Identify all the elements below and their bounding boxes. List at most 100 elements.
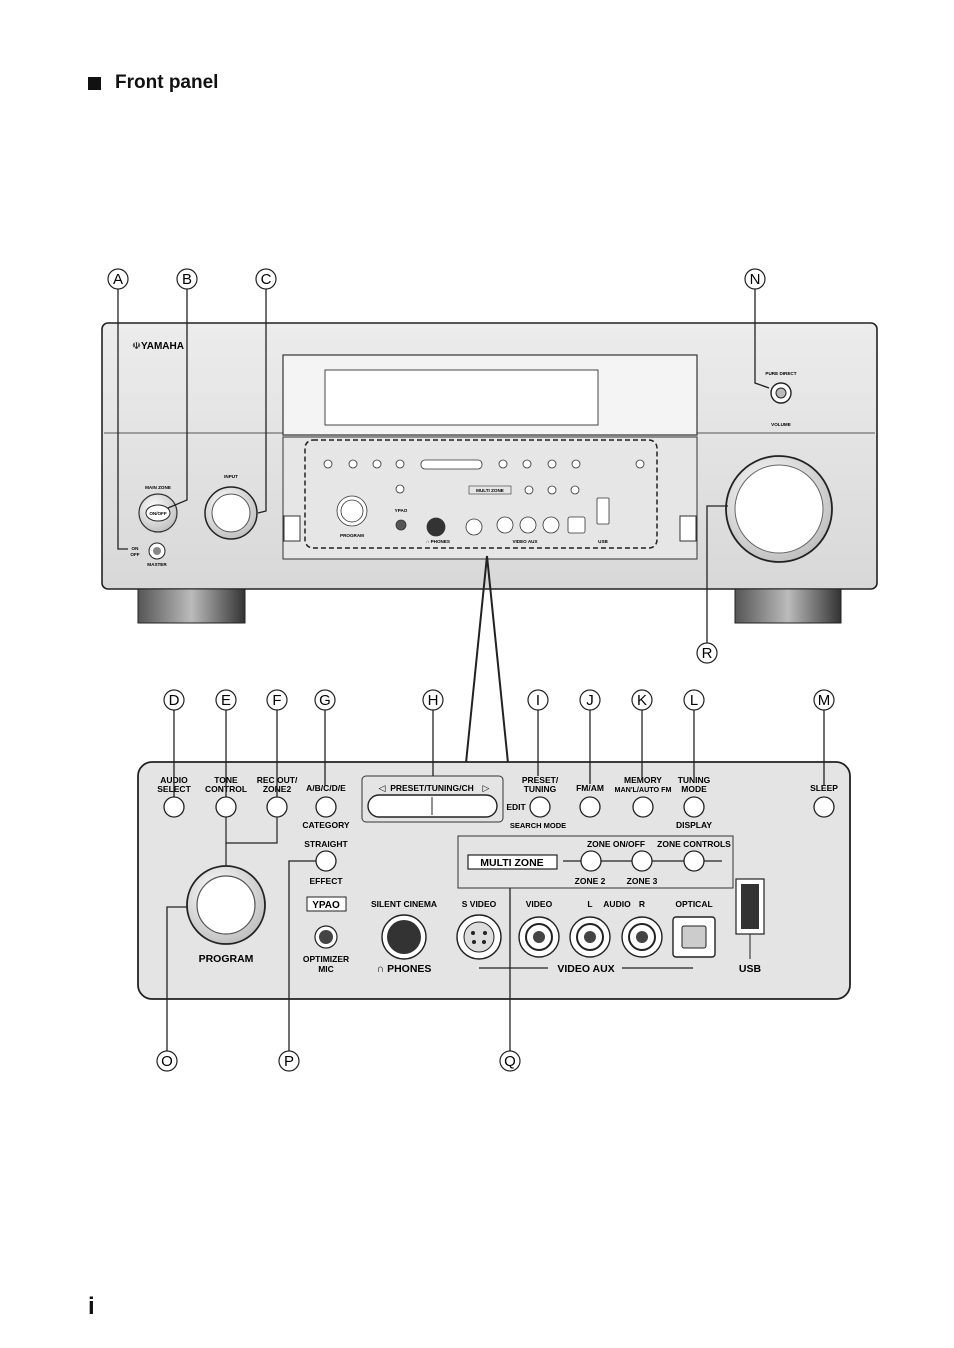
callout-e: E — [221, 692, 231, 709]
svg-text:FM/AM: FM/AM — [576, 783, 604, 793]
callout-b: B — [182, 271, 192, 288]
svg-text:OFF: OFF — [130, 552, 139, 557]
callout-circle-r — [696, 642, 718, 664]
svg-text:MODE: MODE — [681, 784, 707, 794]
callout-i: I — [536, 692, 540, 709]
svg-text:INPUT: INPUT — [224, 474, 238, 479]
svg-text:VIDEO AUX: VIDEO AUX — [512, 539, 538, 544]
svg-text:L: L — [587, 899, 592, 909]
callout-c: C — [261, 271, 272, 288]
callout-circle-f — [266, 689, 288, 711]
svg-text:VOLUME: VOLUME — [771, 422, 791, 427]
rec-out-zone2-button[interactable] — [266, 796, 288, 818]
callout-circle-o — [156, 1050, 178, 1072]
svg-text:TUNING: TUNING — [678, 775, 711, 785]
tuning-mode-button[interactable] — [683, 796, 705, 818]
svg-text:MULTI ZONE: MULTI ZONE — [476, 488, 504, 493]
tone-control-button[interactable] — [215, 796, 237, 818]
sleep-button[interactable] — [813, 796, 835, 818]
svg-text:ZONE CONTROLS: ZONE CONTROLS — [657, 839, 731, 849]
svg-text:USB: USB — [598, 539, 608, 544]
ypao-badge — [306, 896, 347, 912]
svg-text:MAIN ZONE: MAIN ZONE — [145, 485, 171, 490]
callout-leaders — [117, 288, 825, 1051]
callout-circle-b — [176, 268, 198, 290]
callout-circle-d — [163, 689, 185, 711]
rca-jacks — [518, 916, 663, 958]
svg-text:EDIT: EDIT — [506, 802, 526, 812]
door-mini-controls — [323, 459, 645, 537]
callout-circle-c — [255, 268, 277, 290]
svg-text:USB: USB — [739, 963, 762, 975]
svg-text:YPAO: YPAO — [395, 508, 408, 513]
zoom-connector — [465, 555, 509, 764]
svg-text:OPTICAL: OPTICAL — [675, 899, 712, 909]
svg-text:PURE DIRECT: PURE DIRECT — [765, 371, 796, 376]
svg-text:SILENT CINEMA: SILENT CINEMA — [371, 899, 437, 909]
callout-l: L — [690, 692, 698, 709]
preset-tuning-button[interactable] — [529, 796, 551, 818]
receiver-body: ☫YAMAHA MAIN ZONE ON/OFF INPUT ON OFF MA… — [101, 322, 878, 624]
svg-text:VIDEO AUX: VIDEO AUX — [557, 963, 614, 975]
callout-k: K — [637, 692, 647, 709]
callout-circle-p — [278, 1050, 300, 1072]
callout-circle-a — [107, 268, 129, 290]
callout-j: J — [586, 692, 594, 709]
yamaha-logo: ☫YAMAHA — [132, 341, 184, 352]
svg-text:∩ PHONES: ∩ PHONES — [377, 963, 432, 975]
svg-text:R: R — [639, 899, 645, 909]
memory-button[interactable] — [632, 796, 654, 818]
svg-text:MAN'L/AUTO FM: MAN'L/AUTO FM — [614, 785, 671, 794]
multi-zone-badge — [467, 854, 558, 870]
svg-text:MEMORY: MEMORY — [624, 775, 662, 785]
svg-text:VIDEO: VIDEO — [526, 899, 553, 909]
svg-text:AUDIO: AUDIO — [603, 899, 631, 909]
svg-text:ON/OFF: ON/OFF — [149, 511, 167, 516]
callout-a: A — [113, 271, 123, 288]
callout-circle-g — [314, 689, 336, 711]
zone2-button[interactable] — [580, 850, 602, 872]
svg-text:PRESET/: PRESET/ — [522, 775, 559, 785]
svg-text:ON: ON — [132, 546, 140, 551]
svg-text:MIC: MIC — [318, 964, 334, 974]
callout-circle-h — [422, 689, 444, 711]
left-foot — [137, 588, 246, 624]
svg-text:EFFECT: EFFECT — [309, 876, 343, 886]
heading-bullet — [88, 76, 101, 90]
callout-circle-m — [813, 689, 835, 711]
svg-text:ZONE ON/OFF: ZONE ON/OFF — [587, 839, 645, 849]
section-heading: Front panel — [88, 72, 218, 94]
svg-text:MULTI ZONE: MULTI ZONE — [480, 857, 543, 869]
zone3-button[interactable] — [631, 850, 653, 872]
main-zone-on-off-button[interactable] — [145, 504, 171, 522]
straight-button[interactable] — [315, 850, 337, 872]
svg-text:ZONE 2: ZONE 2 — [575, 876, 606, 886]
callout-m: M — [818, 692, 831, 709]
callout-circle-i — [527, 689, 549, 711]
rocker-right-arrow-icon: ▷ — [483, 783, 490, 793]
callout-circle-k — [631, 689, 653, 711]
callout-p: P — [284, 1053, 294, 1070]
abcde-button[interactable] — [315, 796, 337, 818]
fm-am-button[interactable] — [579, 796, 601, 818]
door-callout-outline — [304, 439, 658, 549]
rocker-left-arrow-icon: ◁ — [379, 783, 386, 793]
svg-text:PROGRAM: PROGRAM — [199, 953, 254, 965]
svg-text:S VIDEO: S VIDEO — [462, 899, 497, 909]
svg-text:∩ PHONES: ∩ PHONES — [426, 539, 450, 544]
svg-text:SLEEP: SLEEP — [810, 783, 838, 793]
audio-select-button[interactable] — [163, 796, 185, 818]
page-number: i — [88, 1293, 95, 1320]
zone-controls-button[interactable] — [683, 850, 705, 872]
svg-text:YPAO: YPAO — [312, 900, 340, 911]
svg-text:ZONE 3: ZONE 3 — [627, 876, 658, 886]
callout-circle-q — [499, 1050, 521, 1072]
callout-circle-e — [215, 689, 237, 711]
enlarged-door-panel: PRESET/TUNING/CH ◁ ▷ MULTI ZONE YPAO — [137, 761, 851, 1000]
callout-f: F — [272, 692, 281, 709]
svg-text:CATEGORY: CATEGORY — [302, 820, 350, 830]
callout-circle-n — [744, 268, 766, 290]
svg-text:PROGRAM: PROGRAM — [340, 533, 364, 538]
